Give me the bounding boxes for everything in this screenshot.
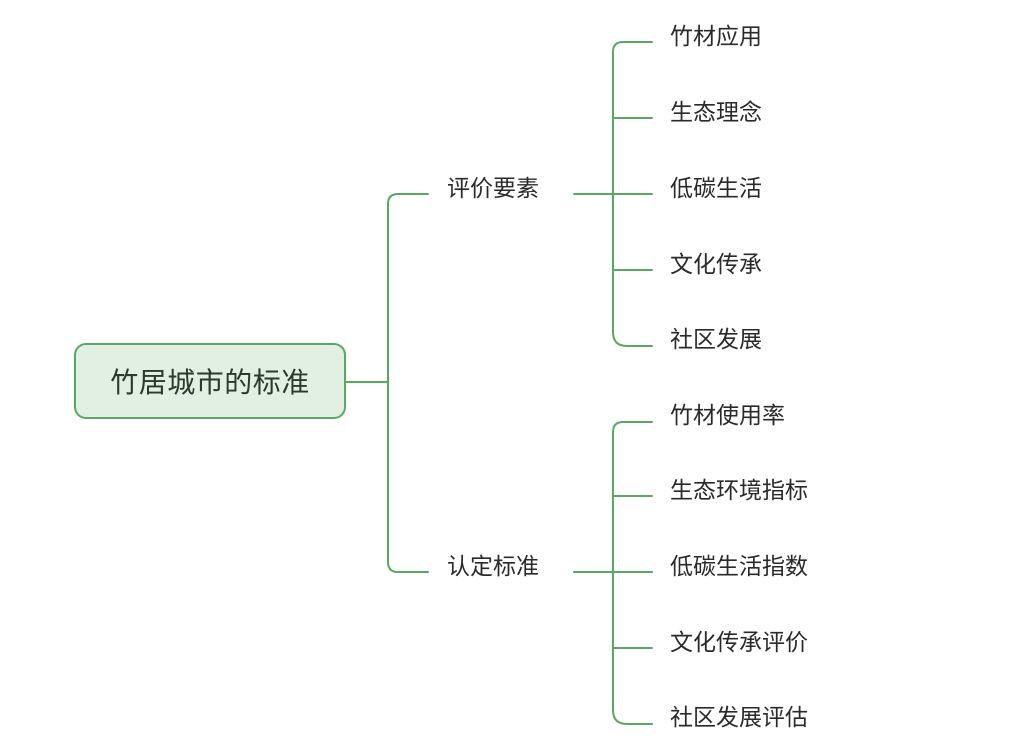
leaf-node[interactable]: 文化传承 (670, 249, 762, 281)
branch-label: 评价要素 (447, 176, 539, 202)
root-node[interactable]: 竹居城市的标准 (74, 343, 346, 419)
leaf-label: 文化传承评价 (670, 630, 808, 656)
branch-2-leaf-1-line (612, 421, 653, 433)
leaf-label: 生态理念 (670, 100, 762, 126)
branch-2-leaf-5-line (612, 709, 653, 725)
leaf-label: 生态环境指标 (670, 478, 808, 504)
leaf-label: 社区发展 (670, 327, 762, 353)
branch-label: 认定标准 (447, 554, 539, 580)
leaf-node[interactable]: 竹材使用率 (670, 400, 785, 432)
leaf-label: 竹材使用率 (670, 403, 785, 429)
leaf-label: 文化传承 (670, 252, 762, 278)
branch-1-leaf-1-line (612, 41, 653, 53)
branch-node-evaluation-elements[interactable]: 评价要素 (447, 172, 572, 206)
branch-node-certification-standards[interactable]: 认定标准 (447, 550, 572, 584)
leaf-label: 竹材应用 (670, 24, 762, 50)
leaf-node[interactable]: 社区发展评估 (670, 702, 808, 734)
leaf-node[interactable]: 文化传承评价 (670, 627, 808, 659)
branch-1-leaf-5-line (612, 331, 653, 347)
leaf-node[interactable]: 社区发展 (670, 324, 762, 356)
trunk-upper (387, 193, 429, 383)
leaf-node[interactable]: 生态环境指标 (670, 475, 808, 507)
leaf-label: 低碳生活 (670, 176, 762, 202)
root-label: 竹居城市的标准 (110, 366, 310, 399)
leaf-label: 低碳生活指数 (670, 554, 808, 580)
trunk-lower (387, 381, 429, 573)
leaf-node[interactable]: 生态理念 (670, 97, 762, 129)
leaf-label: 社区发展评估 (670, 705, 808, 731)
leaf-node[interactable]: 竹材应用 (670, 21, 762, 53)
leaf-node[interactable]: 低碳生活指数 (670, 551, 808, 583)
leaf-node[interactable]: 低碳生活 (670, 173, 762, 205)
